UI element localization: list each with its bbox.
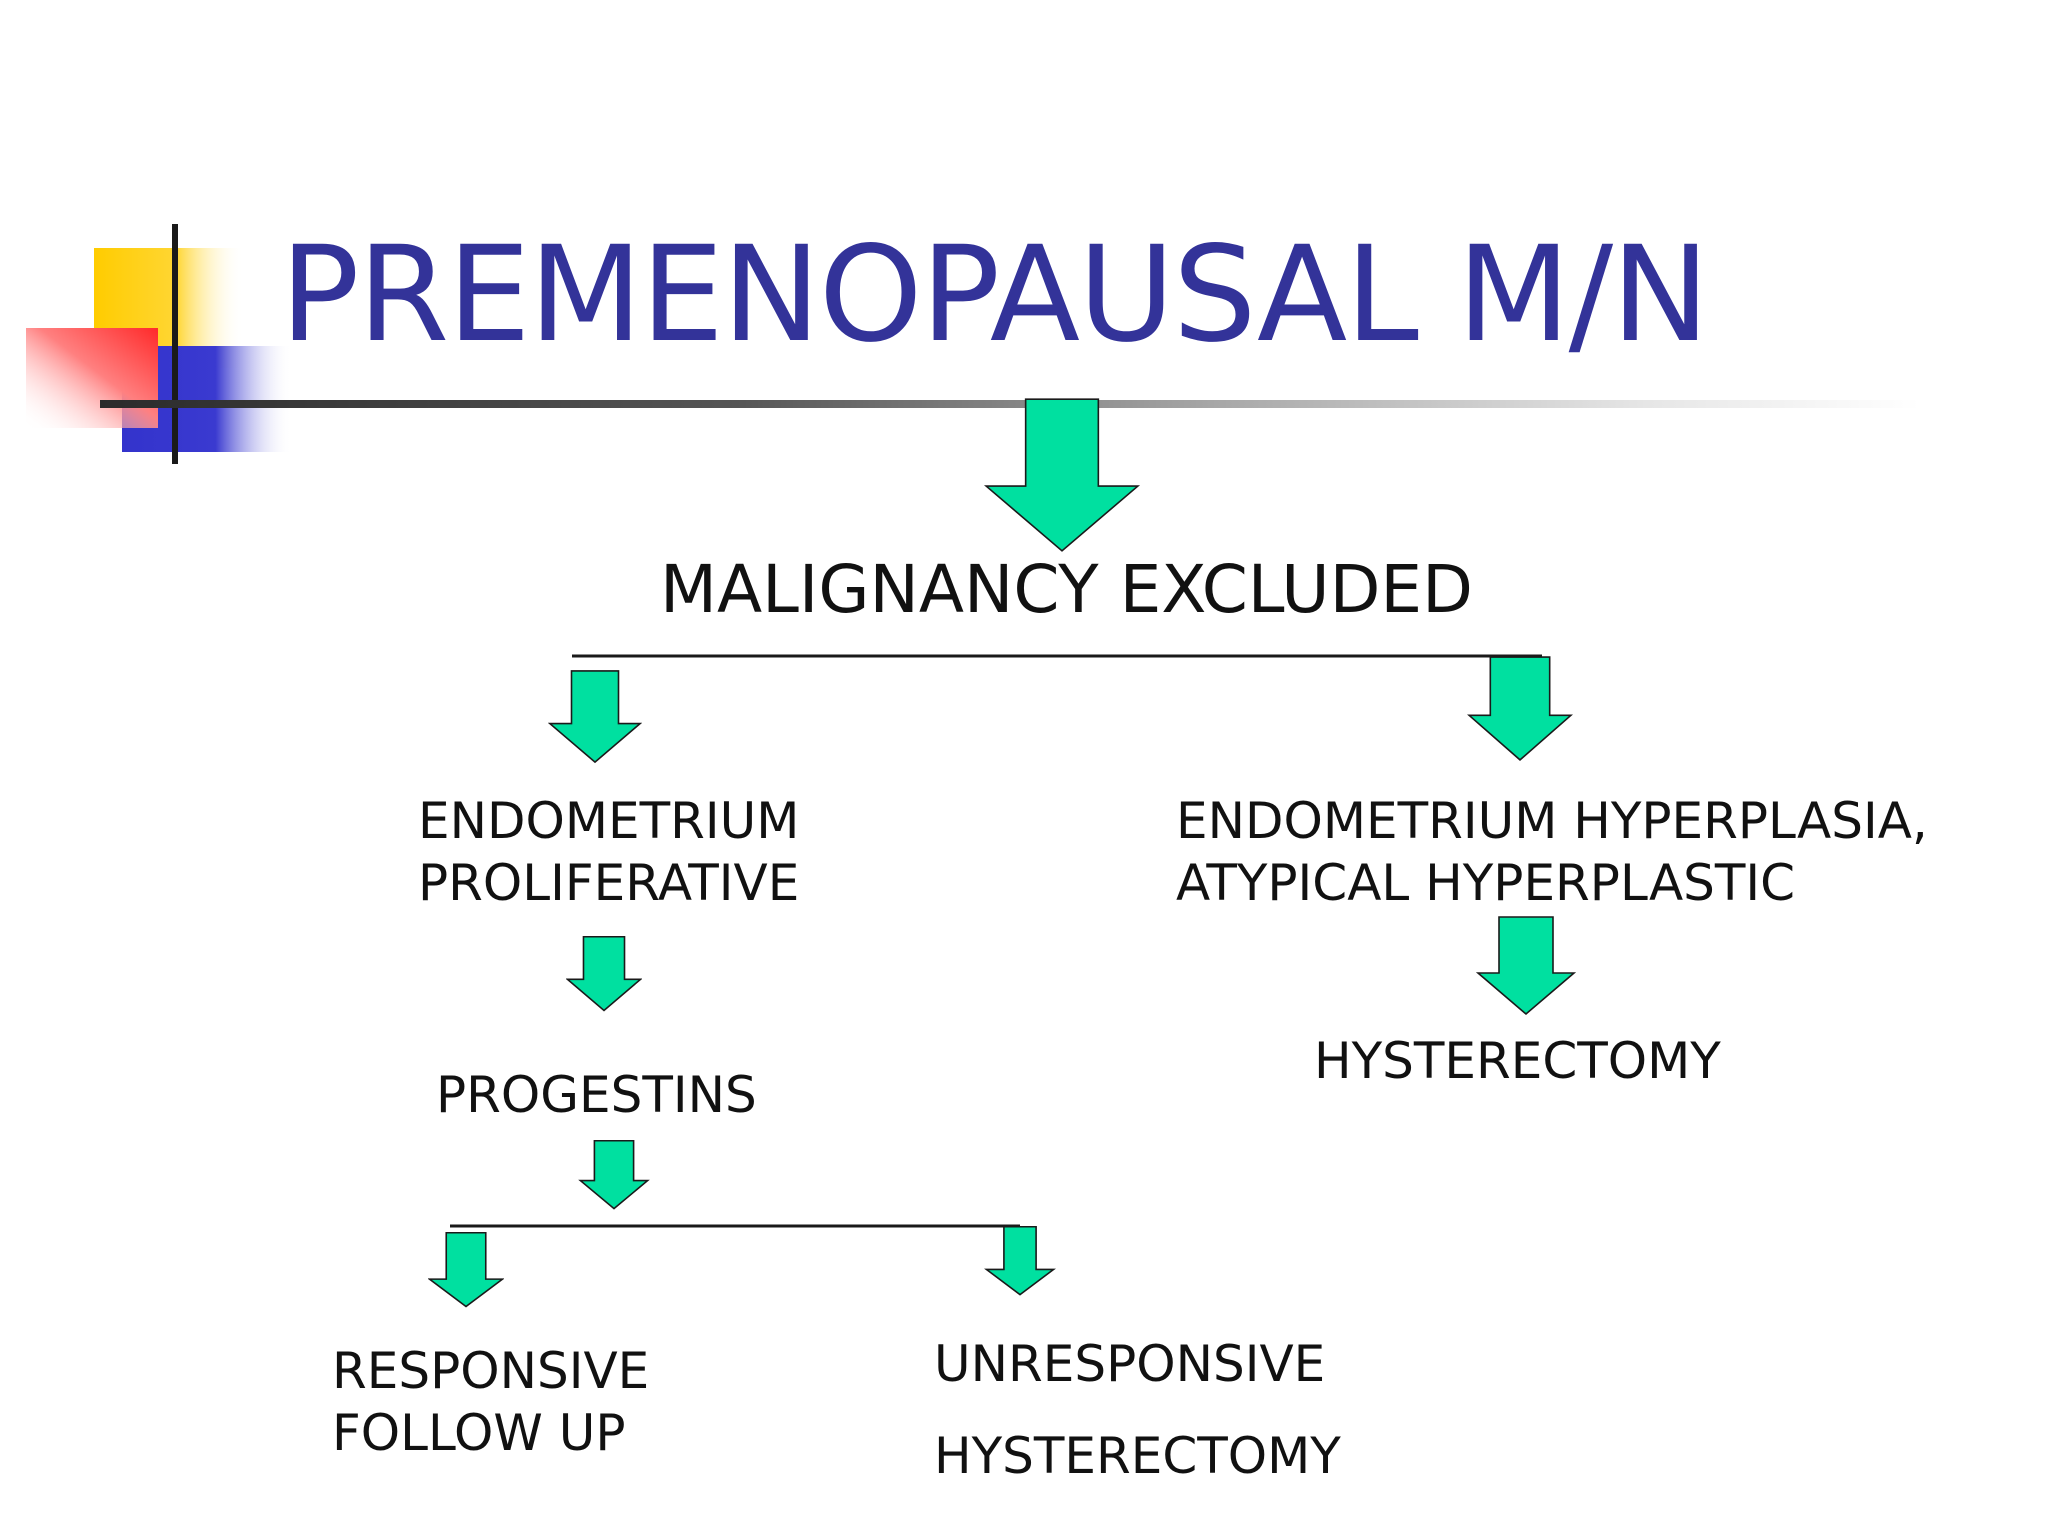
node-unresponsive-line1: UNRESPONSIVE bbox=[934, 1335, 1326, 1393]
node-hysterectomy-right: HYSTERECTOMY bbox=[1314, 1032, 1721, 1090]
decorative-squares bbox=[26, 224, 292, 464]
arrow-down-icon bbox=[980, 396, 1144, 554]
node-progestins: PROGESTINS bbox=[436, 1066, 757, 1124]
arrow-down-icon bbox=[546, 1140, 682, 1210]
title-underline bbox=[100, 400, 1920, 408]
node-malignancy-excluded: MALIGNANCY EXCLUDED bbox=[660, 551, 1473, 628]
node-endometrium-hyperplasia: ENDOMETRIUM HYPERPLASIA, ATYPICAL HYPERP… bbox=[1176, 790, 1928, 914]
node-responsive-line1: RESPONSIVE bbox=[332, 1342, 650, 1400]
arrow-down-icon bbox=[548, 656, 642, 778]
node-endometrium-proliferative-line1: ENDOMETRIUM bbox=[418, 792, 800, 850]
arrow-down-icon bbox=[1464, 656, 1576, 762]
arrow-down-icon bbox=[1476, 914, 1576, 1018]
arrow-down-icon bbox=[428, 1226, 504, 1314]
node-responsive-line2: FOLLOW UP bbox=[332, 1404, 626, 1462]
node-unresponsive: UNRESPONSIVE HYSTERECTOMY bbox=[934, 1318, 1341, 1502]
page-title: PREMENOPAUSAL M/N bbox=[280, 218, 1710, 372]
deco-red-square bbox=[26, 328, 158, 428]
node-endometrium-hyperplasia-line2: ATYPICAL HYPERPLASTIC bbox=[1176, 854, 1796, 912]
node-unresponsive-line2: HYSTERECTOMY bbox=[934, 1427, 1341, 1485]
arrow-down-icon bbox=[982, 1226, 1058, 1296]
arrow-down-icon bbox=[566, 914, 642, 1034]
node-endometrium-proliferative: ENDOMETRIUM PROLIFERATIVE bbox=[418, 790, 799, 914]
deco-vertical-bar bbox=[172, 224, 178, 464]
node-responsive: RESPONSIVE FOLLOW UP bbox=[332, 1340, 649, 1464]
node-endometrium-hyperplasia-line1: ENDOMETRIUM HYPERPLASIA, bbox=[1176, 792, 1928, 850]
node-endometrium-proliferative-line2: PROLIFERATIVE bbox=[418, 854, 800, 912]
